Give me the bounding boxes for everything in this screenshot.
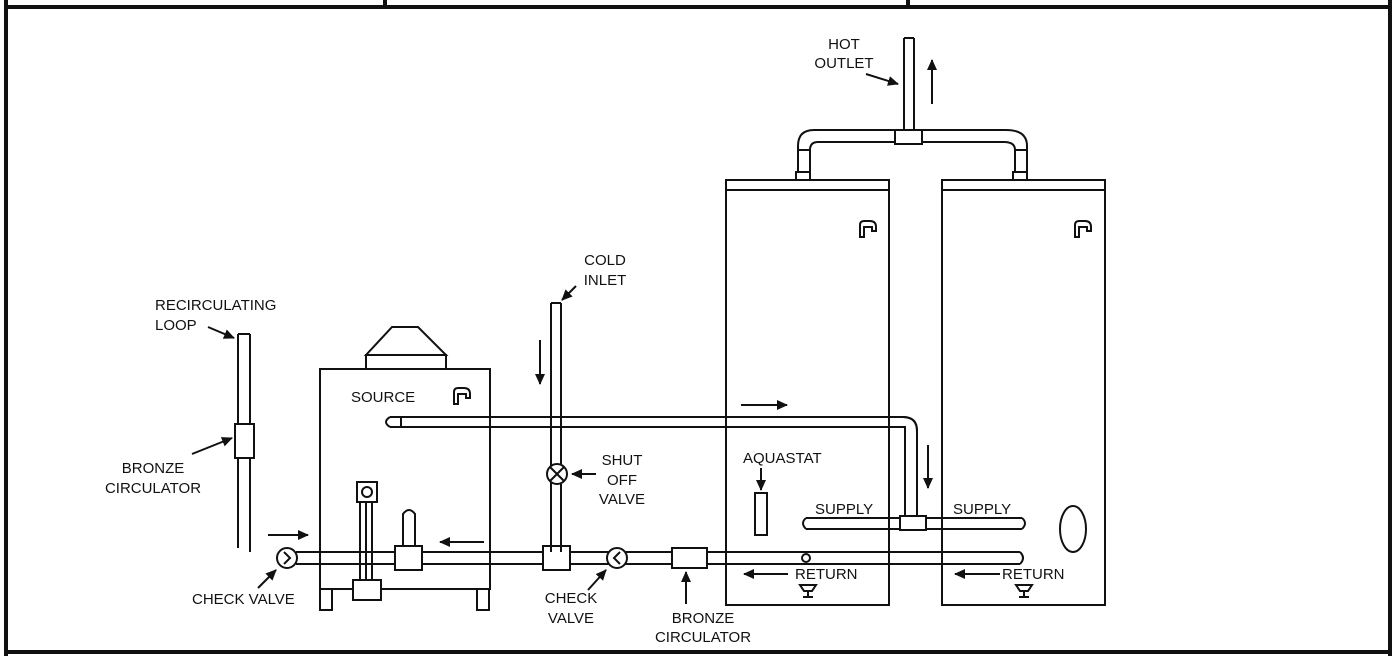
faucet-icon — [453, 387, 471, 405]
bronze-circulator-left — [234, 423, 255, 459]
label-check-valve-left: CHECK VALVE — [192, 591, 295, 608]
label-text: OFF — [607, 472, 637, 489]
label-recirculating-loop: RECIRCULATING LOOP — [155, 297, 276, 334]
label-return-2: RETURN — [1002, 566, 1065, 583]
check-valve-left — [276, 547, 298, 569]
label-bronze-circulator-bottom: BRONZE CIRCULATOR — [655, 610, 751, 646]
label-text: CIRCULATOR — [105, 480, 201, 497]
label-text: HOT — [828, 36, 860, 53]
hot-outlet-pipe — [797, 37, 1028, 172]
label-text: INLET — [584, 272, 627, 289]
label-text: CIRCULATOR — [655, 629, 751, 646]
frame — [4, 0, 1392, 656]
label-shut-off-valve: SHUT OFF VALVE — [599, 452, 645, 508]
pipes-over-tanks — [726, 416, 1026, 565]
label-cold-inlet: COLD INLET — [584, 252, 627, 289]
label-supply-2: SUPPLY — [953, 501, 1011, 518]
storage-tank-1 — [725, 171, 890, 606]
pump-motor — [356, 481, 378, 503]
label-aquastat: AQUASTAT — [743, 450, 822, 467]
arrow-icon — [191, 59, 1000, 604]
label-source: SOURCE — [351, 389, 415, 406]
faucet-icon — [859, 220, 877, 238]
flue-cap — [363, 326, 449, 356]
label-text: BRONZE — [672, 610, 735, 627]
label-text: RECIRCULATING — [155, 297, 276, 314]
check-valve-center — [606, 547, 628, 569]
drain-valve-icon — [1014, 584, 1034, 598]
label-text: LOOP — [155, 317, 197, 334]
label-check-valve-center: CHECK VALVE — [545, 590, 598, 627]
label-text: SHUT — [602, 452, 643, 469]
label-text: VALVE — [599, 491, 645, 508]
bronze-circulator-bottom — [671, 547, 708, 569]
label-bronze-circulator-left: BRONZE CIRCULATOR — [105, 460, 201, 497]
label-supply-1: SUPPLY — [815, 501, 873, 518]
label-text: COLD — [584, 252, 626, 269]
storage-tank-2 — [941, 171, 1106, 606]
drain-valve-icon — [798, 584, 818, 598]
label-text: CHECK — [545, 590, 598, 607]
recirculating-loop-pipe — [234, 333, 255, 552]
label-hot-outlet: HOT OUTLET — [814, 36, 873, 72]
label-text: VALVE — [548, 610, 594, 627]
inspection-port — [1059, 505, 1087, 553]
label-return-1: RETURN — [795, 566, 858, 583]
label-text: BRONZE — [122, 460, 185, 477]
aquastat — [754, 492, 768, 536]
faucet-icon — [1074, 220, 1092, 238]
label-text: OUTLET — [814, 55, 873, 72]
